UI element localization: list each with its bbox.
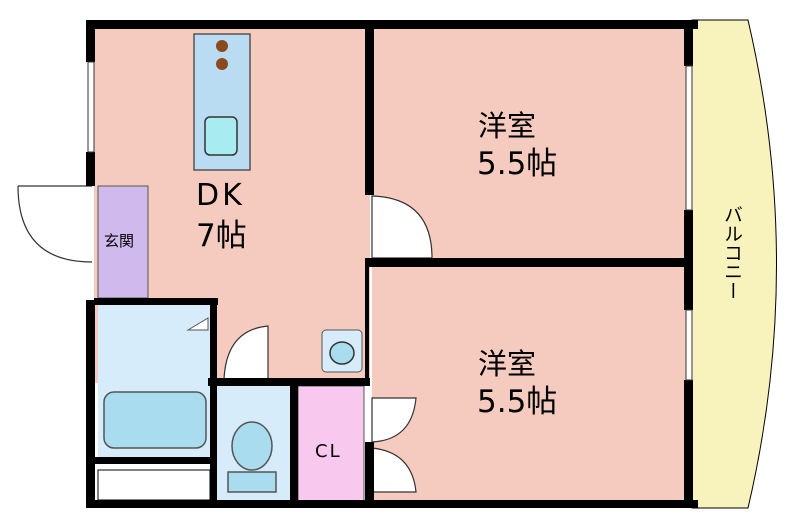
room-door-lower-icon bbox=[371, 447, 417, 493]
bathroom-door-icon bbox=[223, 325, 269, 381]
entrance-label: 玄関 bbox=[104, 232, 134, 250]
western-room-lower-size: 5.5帖 bbox=[477, 384, 557, 420]
closet-area bbox=[297, 385, 365, 503]
bath-faucet-icon bbox=[186, 317, 209, 331]
balcony-label: バルコニー bbox=[721, 205, 743, 300]
toilet-tank bbox=[227, 471, 277, 493]
storage-bottom bbox=[97, 469, 211, 501]
walls bbox=[86, 20, 698, 508]
dk-room-size: 7帖 bbox=[196, 218, 247, 254]
entrance-door-icon bbox=[17, 185, 93, 263]
bathtub bbox=[103, 391, 207, 449]
dk-room-name: DK bbox=[196, 178, 245, 213]
room-door-upper-icon bbox=[371, 195, 433, 259]
windows bbox=[87, 61, 693, 381]
toilet-bowl-icon bbox=[231, 421, 273, 471]
western-room-lower-floor bbox=[372, 265, 690, 503]
western-room-upper-name: 洋室 bbox=[478, 109, 536, 143]
entrance-area bbox=[97, 185, 149, 299]
western-room-lower-name: 洋室 bbox=[478, 347, 536, 381]
sink-icon bbox=[204, 116, 238, 156]
closet-label: CL bbox=[315, 441, 342, 462]
western-room-upper-size: 5.5帖 bbox=[477, 146, 557, 182]
room-door-lower-icon bbox=[371, 397, 417, 443]
washbasin-bowl-icon bbox=[329, 341, 355, 365]
stove-burner-icon bbox=[216, 40, 228, 52]
balcony-area bbox=[691, 19, 777, 509]
stove-burner-icon bbox=[216, 58, 228, 70]
